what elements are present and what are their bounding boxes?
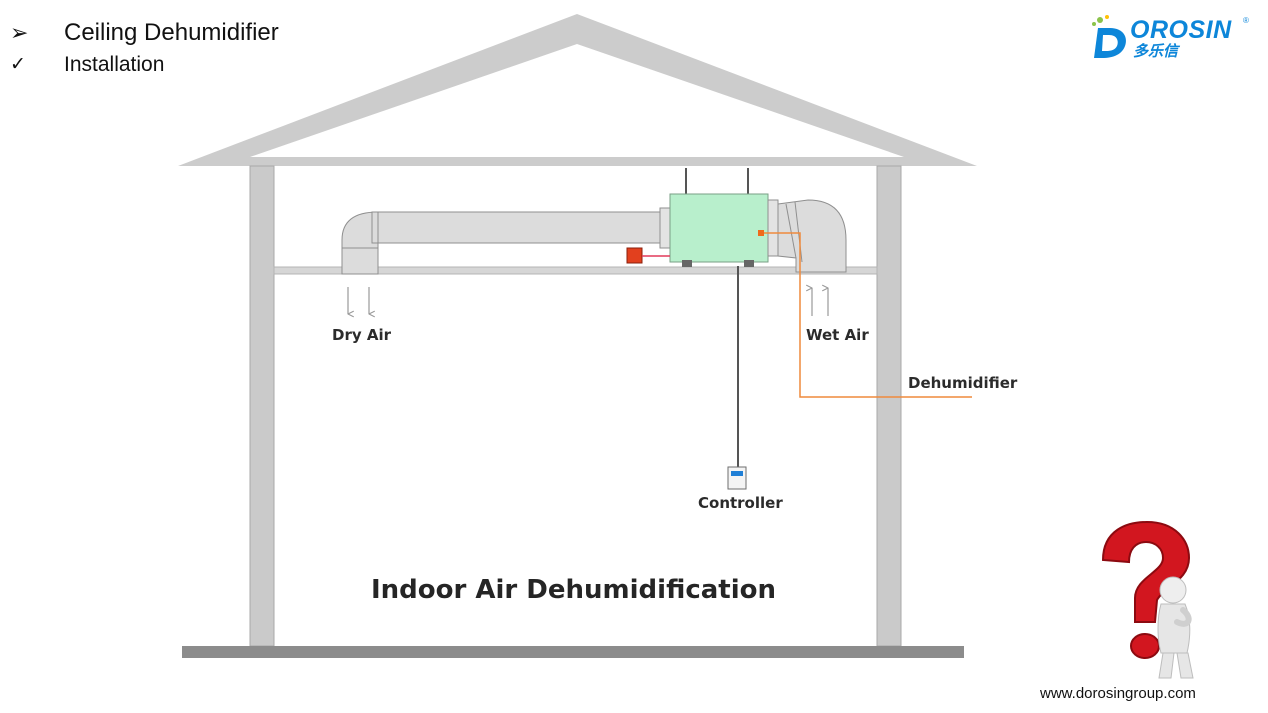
arrowhead-bullet-icon: ➢ (10, 20, 29, 45)
house-right-wall (876, 165, 902, 647)
controller-device (727, 466, 747, 490)
website-url: www.dorosingroup.com (1040, 685, 1196, 702)
checkmark-icon: ✓ (10, 54, 26, 75)
house-left-wall (249, 165, 275, 647)
unit-mount-left (682, 260, 692, 267)
dry-air-label: Dry Air (332, 326, 391, 344)
ceiling-beam (273, 266, 878, 275)
dorosin-logo: OROSIN ® 多乐信 (1090, 14, 1260, 60)
sensor-dot (758, 230, 764, 236)
logo-chinese-name: 多乐信 (1133, 43, 1179, 60)
left-duct-drop (341, 247, 379, 275)
logo-d-mark-icon (1092, 15, 1126, 58)
logo-wordmark: OROSIN (1130, 16, 1232, 44)
registered-mark: ® (1243, 16, 1249, 25)
house-roof-inner (250, 44, 904, 157)
slide-title: Ceiling Dehumidifier (64, 19, 279, 46)
duct-flange-right (767, 199, 779, 257)
diagram-caption: Indoor Air Dehumidification (371, 575, 777, 605)
house-floor (182, 646, 964, 658)
dehumidifier-label: Dehumidifier (908, 374, 1018, 392)
horizontal-duct (371, 211, 669, 244)
dehumidifier-leader-line (764, 232, 972, 398)
control-box (626, 247, 643, 264)
right-duct-elbow (777, 199, 847, 273)
unit-mount-right (744, 260, 754, 267)
slide-subtitle: Installation (64, 53, 165, 76)
wet-air-label: Wet Air (806, 326, 869, 344)
duct-flange-left (659, 207, 671, 249)
controller-label: Controller (698, 494, 783, 512)
dehumidifier-unit (669, 193, 769, 263)
question-mark-figure-icon (1101, 520, 1194, 679)
